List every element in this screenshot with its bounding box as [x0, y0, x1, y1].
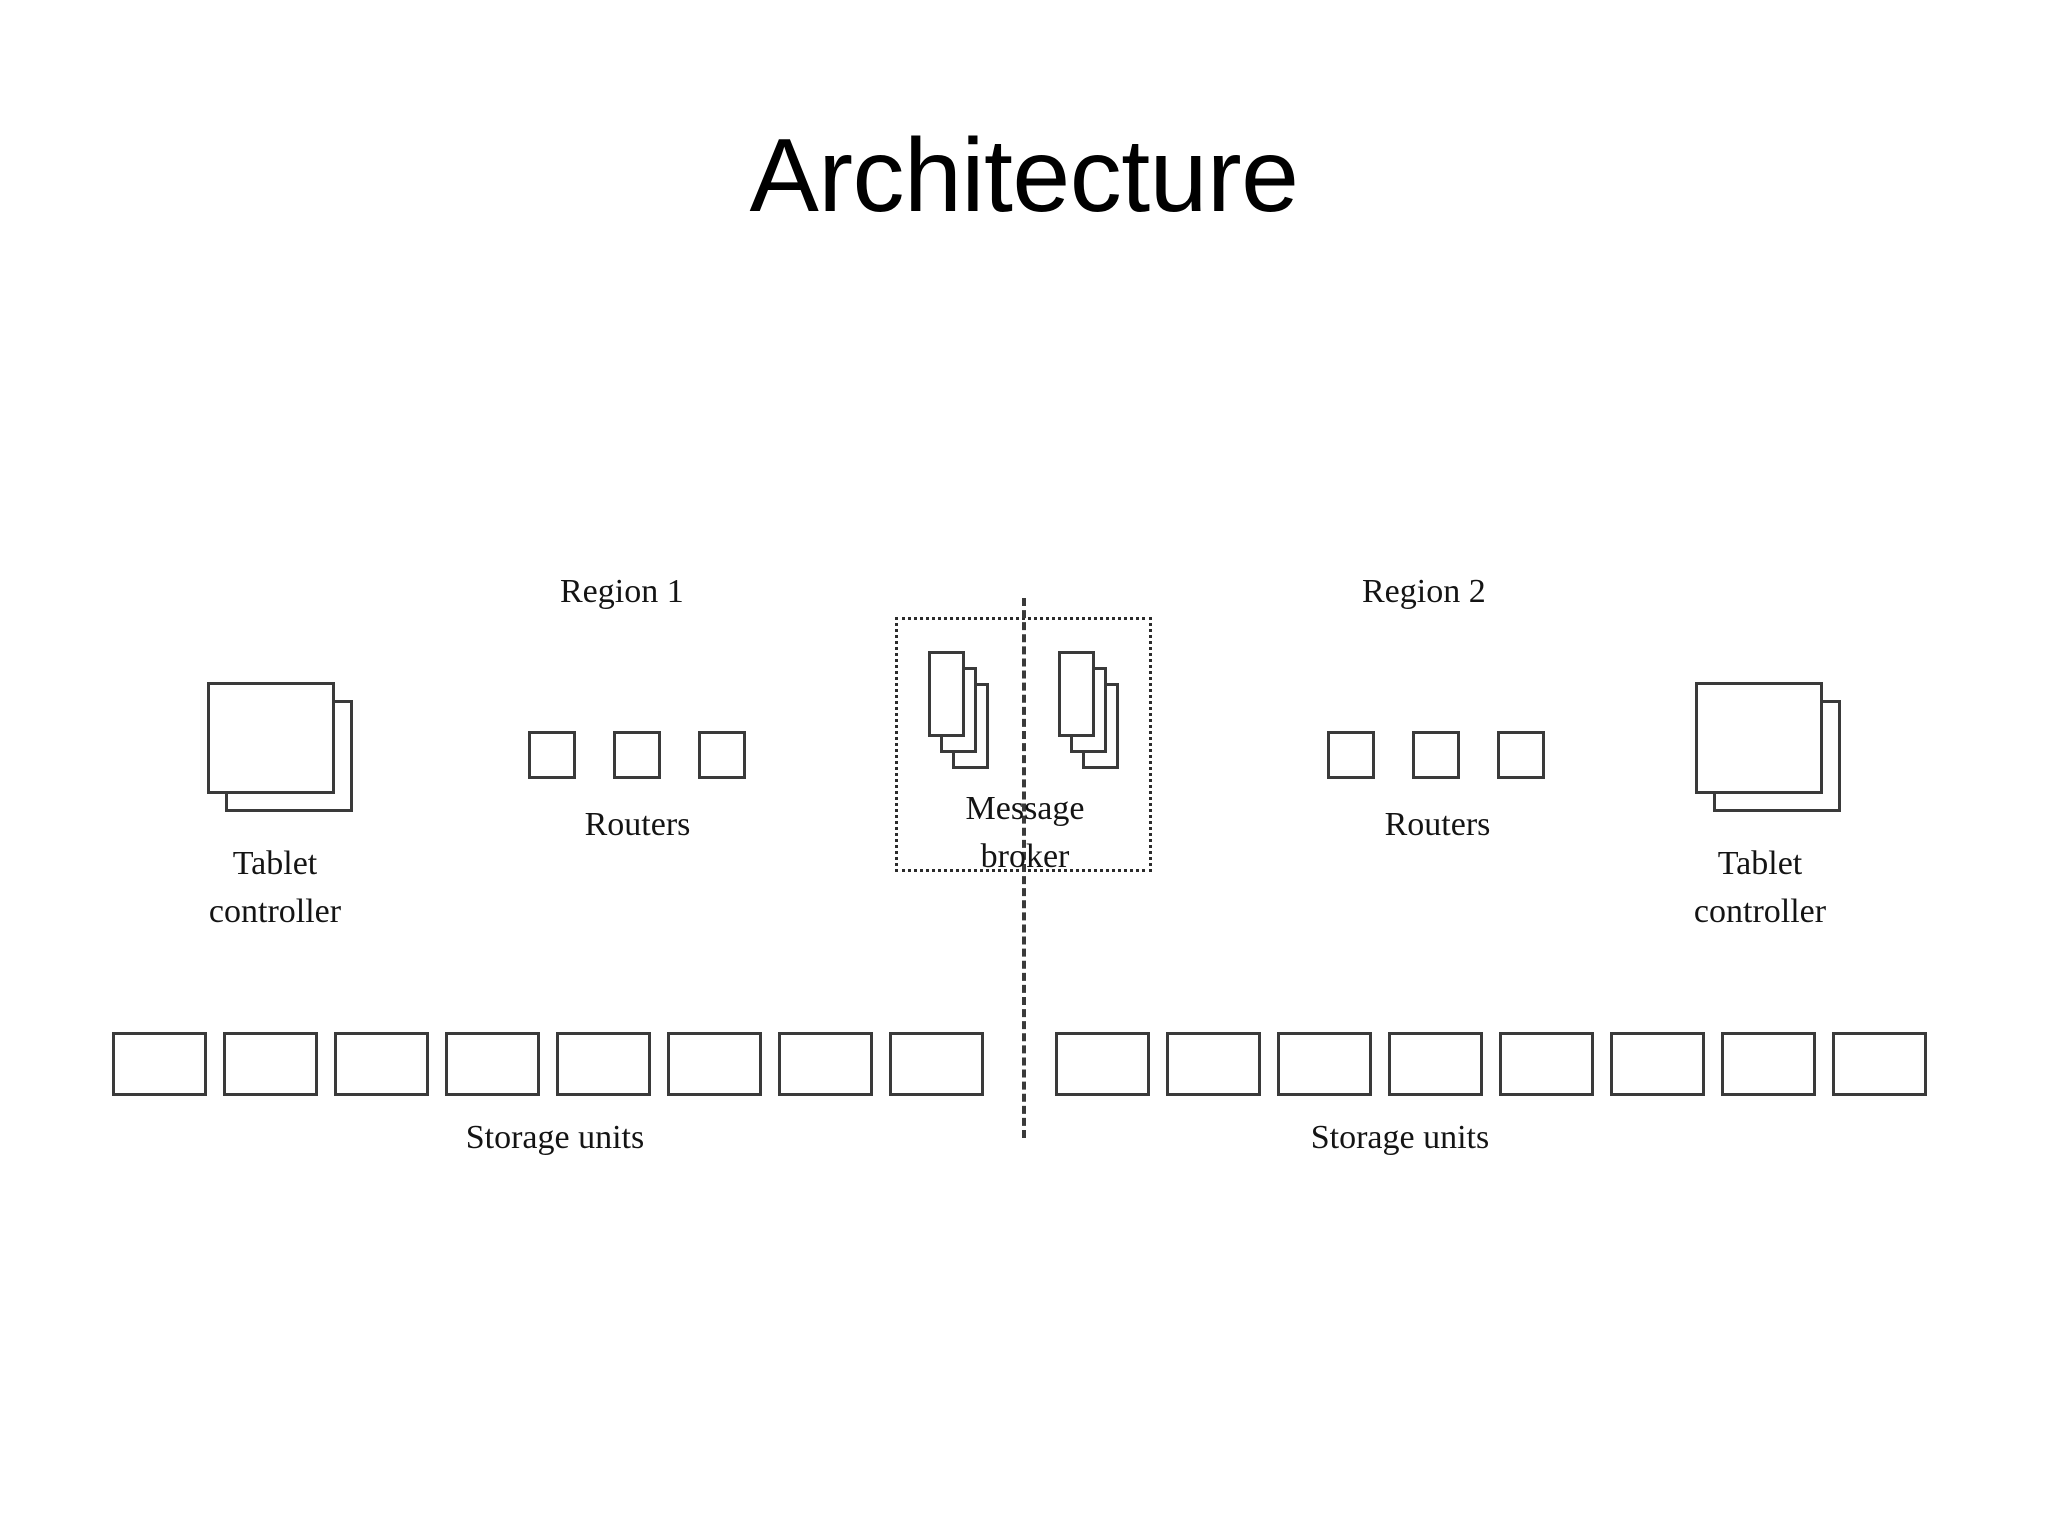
- tablet-controller-region-1-label: Tablet controller: [170, 840, 380, 936]
- broker-rect-2-1: [1058, 651, 1095, 737]
- storage-unit-region-1-6[interactable]: [667, 1032, 762, 1096]
- storage-unit-region-2-1[interactable]: [1055, 1032, 1150, 1096]
- storage-unit-region-2-6[interactable]: [1610, 1032, 1705, 1096]
- router-region-1-1[interactable]: [528, 731, 576, 779]
- tablet-controller-region-2-label-line1: Tablet: [1717, 845, 1803, 882]
- message-broker-label-line1: Message: [965, 790, 1085, 827]
- tablet-controller-region-1-label-line1: Tablet: [232, 845, 318, 882]
- message-broker-group-1[interactable]: [928, 651, 990, 771]
- tablet-controller-region-2[interactable]: [1695, 682, 1845, 815]
- region-2-title: Region 2: [1362, 573, 1486, 610]
- storage-unit-region-1-7[interactable]: [778, 1032, 873, 1096]
- storage-unit-region-1-5[interactable]: [556, 1032, 651, 1096]
- storage-units-region-1-label: Storage units: [465, 1119, 645, 1156]
- storage-unit-region-2-4[interactable]: [1388, 1032, 1483, 1096]
- storage-unit-region-2-5[interactable]: [1499, 1032, 1594, 1096]
- message-broker-label-line2: broker: [980, 838, 1070, 875]
- tablet-controller-front-box-2: [1695, 682, 1823, 794]
- storage-unit-region-2-2[interactable]: [1166, 1032, 1261, 1096]
- router-region-2-1[interactable]: [1327, 731, 1375, 779]
- storage-unit-region-2-8[interactable]: [1832, 1032, 1927, 1096]
- routers-region-2-label: Routers: [1384, 806, 1491, 843]
- router-region-1-2[interactable]: [613, 731, 661, 779]
- region-1-title: Region 1: [560, 573, 684, 610]
- storage-unit-region-2-3[interactable]: [1277, 1032, 1372, 1096]
- router-region-2-2[interactable]: [1412, 731, 1460, 779]
- storage-unit-region-1-3[interactable]: [334, 1032, 429, 1096]
- storage-units-region-2-label: Storage units: [1310, 1119, 1490, 1156]
- tablet-controller-region-1[interactable]: [207, 682, 357, 815]
- message-broker-label: Message broker: [920, 785, 1130, 881]
- broker-rect-1-1: [928, 651, 965, 737]
- storage-unit-region-1-4[interactable]: [445, 1032, 540, 1096]
- message-broker-group-2[interactable]: [1058, 651, 1120, 771]
- router-region-1-3[interactable]: [698, 731, 746, 779]
- tablet-controller-region-1-label-line2: controller: [208, 893, 342, 930]
- page-title: Architecture: [749, 118, 1299, 234]
- tablet-controller-region-2-label-line2: controller: [1693, 893, 1827, 930]
- storage-unit-region-1-8[interactable]: [889, 1032, 984, 1096]
- tablet-controller-front-box: [207, 682, 335, 794]
- storage-unit-region-2-7[interactable]: [1721, 1032, 1816, 1096]
- storage-unit-region-1-2[interactable]: [223, 1032, 318, 1096]
- routers-region-1-label: Routers: [584, 806, 691, 843]
- router-region-2-3[interactable]: [1497, 731, 1545, 779]
- storage-unit-region-1-1[interactable]: [112, 1032, 207, 1096]
- region-separator-line: [1022, 598, 1026, 1138]
- tablet-controller-region-2-label: Tablet controller: [1655, 840, 1865, 936]
